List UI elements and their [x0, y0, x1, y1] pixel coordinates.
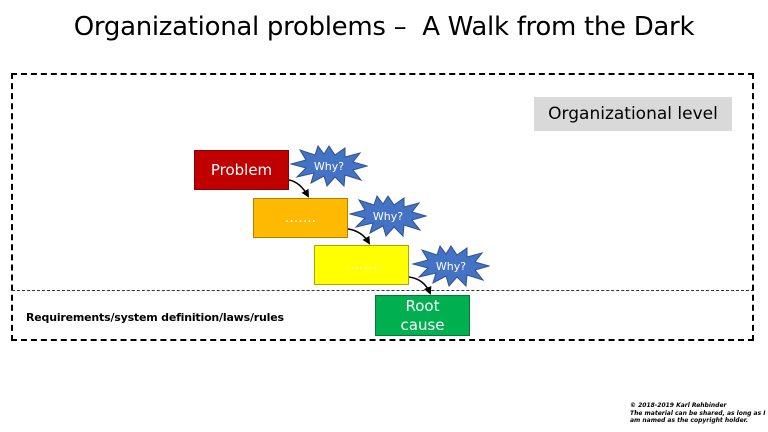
why-label-1: Why?: [313, 159, 345, 173]
explosion-burst-icon: [290, 145, 368, 187]
problem-box: Problem: [194, 150, 289, 190]
step1-box: .......: [253, 198, 348, 238]
slide-title: Organizational problems – A Walk from th…: [73, 12, 695, 42]
copyright-line3: am named as the copyright holder.: [630, 417, 749, 424]
copyright-line2: The material can be shared, as long as I: [630, 409, 766, 417]
root-cause-label-line1: Root: [405, 296, 440, 315]
copyright-line1: © 2018-2019 Karl Rehbinder: [630, 402, 727, 409]
copyright-notice: © 2018-2019 Karl Rehbinder The material …: [630, 402, 766, 425]
organizational-level-label: Organizational level: [534, 97, 732, 131]
problem-label: Problem: [210, 161, 273, 179]
why-burst-1: Why?: [290, 145, 368, 187]
why-burst-2: Why?: [349, 195, 427, 237]
explosion-burst-icon: [412, 245, 490, 287]
requirements-divider-line: [12, 290, 754, 291]
root-cause-box: Root cause: [375, 295, 470, 336]
step2-box: .......: [314, 245, 409, 285]
why-label-3: Why?: [435, 259, 467, 273]
requirements-label: Requirements/system definition/laws/rule…: [26, 311, 284, 324]
why-burst-3: Why?: [412, 245, 490, 287]
root-cause-label-line2: cause: [400, 315, 445, 334]
step2-label: .......: [345, 257, 378, 273]
why-label-2: Why?: [372, 209, 404, 223]
explosion-burst-icon: [349, 195, 427, 237]
step1-label: .......: [284, 210, 317, 226]
organizational-boundary-frame: [11, 73, 754, 341]
